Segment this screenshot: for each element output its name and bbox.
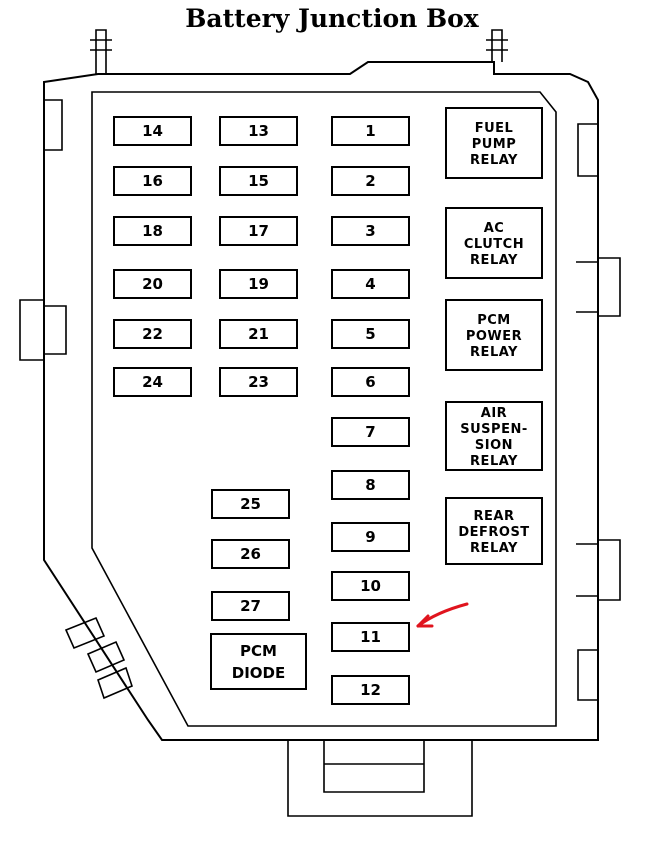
fuse-label: 7: [365, 423, 375, 441]
relay-label-line: SUSPEN-: [460, 422, 527, 437]
fuse-14: 14: [113, 116, 192, 146]
fuse-label: 22: [142, 325, 163, 343]
fuse-label: 23: [248, 373, 269, 391]
fuse-16: 16: [113, 166, 192, 196]
fuse-label: 27: [240, 597, 261, 615]
relay-label-line: PCM: [477, 313, 511, 328]
fuse-label: 20: [142, 275, 163, 293]
pcm-diode-line-1: PCM: [240, 642, 277, 660]
relay-label-line: SION: [475, 438, 513, 453]
relay-label-line: AC: [484, 221, 505, 236]
fuse-label: 19: [248, 275, 269, 293]
fuse-25: 25: [211, 489, 290, 519]
fuse-9: 9: [331, 522, 410, 552]
pcm-diode-line-2: DIODE: [232, 664, 285, 682]
fuse-label: 26: [240, 545, 261, 563]
fuse-label: 3: [365, 222, 375, 240]
relay-label-line: PUMP: [472, 137, 517, 152]
relay-label-line: RELAY: [470, 454, 518, 469]
fuse-2: 2: [331, 166, 410, 196]
relay-label-line: RELAY: [470, 153, 518, 168]
fuse-layer: 14 13 1 16 15 2 18 17 3 20 19 4 22 21 5 24 23 6 7 8 9 10 11 12 2…: [113, 116, 410, 705]
fuse-18: 18: [113, 216, 192, 246]
fuse-17: 17: [219, 216, 298, 246]
diagram-title: Battery Junction Box: [185, 4, 479, 33]
fuse-label: 15: [248, 172, 269, 190]
fuse-label: 1: [365, 122, 375, 140]
fuse-19: 19: [219, 269, 298, 299]
fuse-3: 3: [331, 216, 410, 246]
fuse-label: 24: [142, 373, 163, 391]
fuse-13: 13: [219, 116, 298, 146]
fuse-1: 1: [331, 116, 410, 146]
fuse-8: 8: [331, 470, 410, 500]
fuse-label: 14: [142, 122, 163, 140]
relay-label-line: CLUTCH: [464, 237, 524, 252]
fuse-23: 23: [219, 367, 298, 397]
fuse-7: 7: [331, 417, 410, 447]
fuse-label: 13: [248, 122, 269, 140]
fuse-22: 22: [113, 319, 192, 349]
annotation-arrow: [416, 602, 469, 628]
fuse-label: 9: [365, 528, 375, 546]
fuse-label: 17: [248, 222, 269, 240]
relay-label-line: FUEL: [475, 121, 514, 136]
relay-label-line: DEFROST: [458, 525, 529, 540]
fuse-5: 5: [331, 319, 410, 349]
fuse-15: 15: [219, 166, 298, 196]
fuse-label: 18: [142, 222, 163, 240]
fuse-label: 6: [365, 373, 375, 391]
pcm-diode: PCM DIODE: [210, 633, 307, 690]
fuse-11: 11: [331, 622, 410, 652]
relay-label-line: POWER: [466, 329, 522, 344]
fuse-label: 8: [365, 476, 375, 494]
relay-label-line: AIR: [481, 406, 507, 421]
fuse-20: 20: [113, 269, 192, 299]
fuse-10: 10: [331, 571, 410, 601]
fuse-27: 27: [211, 591, 290, 621]
fuse-label: 11: [360, 628, 381, 646]
relay-layer: FUELPUMPRELAYACCLUTCHRELAYPCMPOWERRELAYA…: [445, 107, 543, 565]
fuse-label: 10: [360, 577, 381, 595]
fuse-label: 12: [360, 681, 381, 699]
fuse-21: 21: [219, 319, 298, 349]
fuse-12: 12: [331, 675, 410, 705]
fuse-label: 5: [365, 325, 375, 343]
fuse-label: 25: [240, 495, 261, 513]
fuse-label: 4: [365, 275, 375, 293]
relay-label-line: REAR: [474, 509, 515, 524]
fuse-24: 24: [113, 367, 192, 397]
relay-label-line: RELAY: [470, 253, 518, 268]
relay-label-line: RELAY: [470, 541, 518, 556]
fuse-label: 21: [248, 325, 269, 343]
fuse-label: 2: [365, 172, 375, 190]
fuse-26: 26: [211, 539, 290, 569]
relay-label-line: RELAY: [470, 345, 518, 360]
housing-outline: [19, 29, 621, 817]
fuse-label: 16: [142, 172, 163, 190]
fuse-6: 6: [331, 367, 410, 397]
fuse-4: 4: [331, 269, 410, 299]
